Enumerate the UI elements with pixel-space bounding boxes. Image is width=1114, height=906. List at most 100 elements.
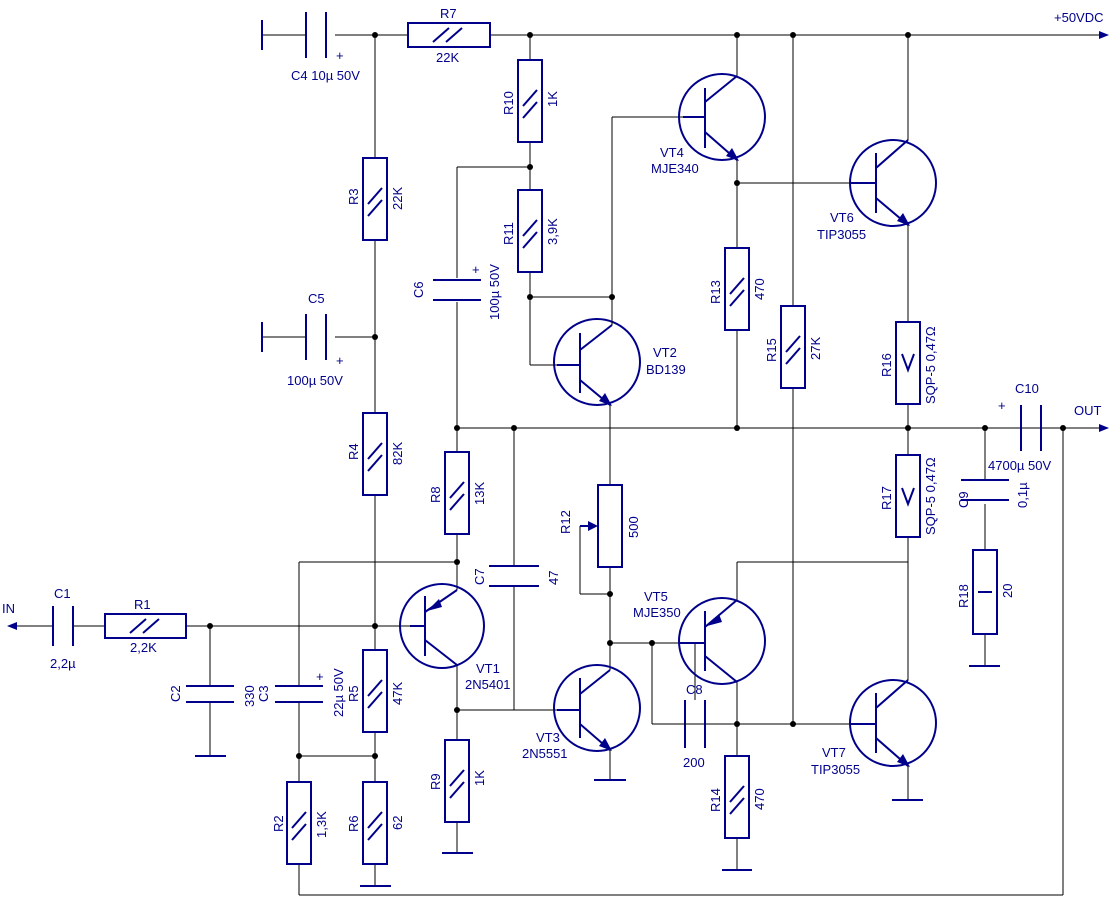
r9-value: 1K (472, 770, 487, 786)
r13-value: 470 (752, 278, 767, 300)
r5-value: 47K (390, 682, 405, 705)
c5-polarity: + (336, 353, 344, 368)
c9-value: 0,1µ (1015, 482, 1030, 508)
output-label: OUT (1074, 403, 1102, 418)
supply-label: +50VDC (1054, 10, 1104, 25)
capacitor-c6: C6 + 100µ 50V (411, 262, 502, 320)
r14-name: R14 (708, 788, 723, 812)
r16-varistor-mark (901, 353, 915, 373)
r6-name: R6 (346, 815, 361, 832)
vt2-name: VT2 (653, 345, 677, 360)
r4-value: 82K (390, 442, 405, 465)
vt5-emitter-arrow (707, 614, 722, 626)
c8-value: 200 (683, 755, 705, 770)
r12-value: 500 (626, 516, 641, 538)
r8-value: 13K (472, 482, 487, 505)
c2-value: 330 (242, 685, 257, 707)
vt2-part: BD139 (646, 362, 686, 377)
vt1-name: VT1 (476, 661, 500, 676)
r17-varistor-mark (901, 487, 915, 507)
r11-value: 3,9K (545, 218, 560, 245)
capacitor-c4: + C4 10µ 50V (291, 12, 360, 83)
r1-name: R1 (134, 597, 151, 612)
port-arrows (7, 31, 1109, 630)
transistor-vt3: VT3 2N5551 (522, 664, 641, 761)
resistor-r16: R16 SQP-5 0,47Ω (879, 321, 938, 405)
r17-value: SQP-5 0,47Ω (923, 457, 938, 535)
vt6-name: VT6 (830, 210, 854, 225)
resistor-r10: R10 1K (501, 59, 560, 143)
resistor-r9: R9 1K (428, 739, 487, 823)
vt4-emitter-arrow (726, 148, 739, 161)
capacitor-c2: C2 330 (168, 685, 257, 707)
c4-label: C4 10µ 50V (291, 68, 360, 83)
vt5-part: MJE350 (633, 605, 681, 620)
r16-name: R16 (879, 353, 894, 377)
vt5-emitter (704, 599, 738, 628)
resistor-r6: R6 62 (346, 781, 405, 865)
r7-name: R7 (440, 6, 457, 21)
wires (30, 34, 1100, 896)
c3-value: 22µ 50V (331, 668, 346, 717)
c2-name: C2 (168, 685, 183, 702)
vt3-part: 2N5551 (522, 746, 568, 761)
capacitor-c5: C5 + 100µ 50V (287, 291, 344, 388)
c9-name: C9 (956, 491, 971, 508)
vt1-part: 2N5401 (465, 677, 511, 692)
c7-value: 47 (546, 571, 561, 585)
capacitor-c1: C1 2,2µ (50, 586, 76, 671)
r18-name: R18 (956, 584, 971, 608)
c5-name: C5 (308, 291, 325, 306)
vt4-name: VT4 (660, 145, 684, 160)
c4-polarity: + (336, 48, 344, 63)
resistor-r13: R13 470 (708, 247, 767, 331)
resistor-r15: R15 27K (764, 305, 823, 389)
capacitor-c10: C10 + 4700µ 50V (988, 381, 1051, 473)
c6-polarity: + (472, 262, 480, 277)
r3-name: R3 (346, 188, 361, 205)
resistor-r12: R12 500 (558, 484, 641, 568)
vt2-emitter-arrow (599, 393, 612, 406)
c10-value: 4700µ 50V (988, 458, 1051, 473)
r6-value: 62 (390, 816, 405, 830)
resistor-r17: R17 SQP-5 0,47Ω (879, 454, 938, 538)
resistor-r3: R3 22K (346, 157, 405, 241)
r3-value: 22K (390, 187, 405, 210)
c6-name: C6 (411, 281, 426, 298)
resistor-r18: R18 20 (956, 549, 1015, 635)
transistor-vt6: VT6 TIP3055 (817, 139, 937, 242)
ground-symbols (195, 20, 1000, 887)
capacitor-c8: C8 200 (652, 643, 737, 770)
vt7-part: TIP3055 (811, 762, 860, 777)
transistor-vt7: VT7 TIP3055 (811, 679, 937, 777)
c3-name: C3 (256, 685, 271, 702)
transistor-vt1: VT1 2N5401 (399, 583, 511, 692)
capacitor-c3: C3 + 22µ 50V (256, 668, 346, 717)
c8-name: C8 (686, 682, 703, 697)
capacitor-c7: C7 47 (472, 565, 561, 587)
r2-name: R2 (271, 815, 286, 832)
vt7-emitter-arrow (897, 754, 910, 767)
vt4-part: MJE340 (651, 161, 699, 176)
transistor-vt4: VT4 MJE340 (651, 73, 766, 176)
r10-value: 1K (545, 91, 560, 107)
r15-name: R15 (764, 338, 779, 362)
vt7-name: VT7 (822, 745, 846, 760)
junctions (207, 32, 1066, 759)
resistor-r2: R2 1,3K (271, 781, 329, 865)
vt6-emitter-arrow (897, 213, 910, 226)
c5-value: 100µ 50V (287, 373, 343, 388)
c10-name: C10 (1015, 381, 1039, 396)
vt6-part: TIP3055 (817, 227, 866, 242)
r15-value: 27K (808, 337, 823, 360)
vt1-emitter-arrow (427, 599, 442, 611)
r14-value: 470 (752, 788, 767, 810)
r2-value: 1,3K (314, 811, 329, 838)
c3-polarity: + (316, 669, 324, 684)
r17-name: R17 (879, 486, 894, 510)
vt3-name: VT3 (536, 730, 560, 745)
input-label: IN (2, 601, 15, 616)
c6-value: 100µ 50V (487, 264, 502, 320)
capacitor-c9: C9 0,1µ (956, 479, 1030, 508)
